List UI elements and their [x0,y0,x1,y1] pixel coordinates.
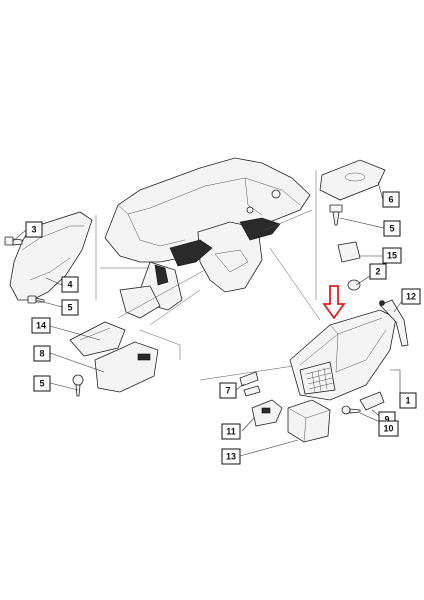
callout-5a: 5 [61,299,79,316]
svg-text:10: 10 [383,424,393,434]
module-13 [287,399,331,443]
callout-2: 2 [369,263,387,280]
screw-5b-icon [329,204,343,226]
screw-3-icon [4,236,23,246]
callout-14: 14 [31,317,51,334]
bumper-2-icon [347,279,361,291]
switch-11 [251,399,283,427]
callout-11: 11 [221,423,241,440]
callout-4: 4 [61,276,79,293]
pocket-8 [94,341,159,393]
bumper-7-icon [239,371,261,397]
callout-13: 13 [221,448,241,465]
svg-text:14: 14 [36,321,46,331]
svg-text:5: 5 [389,224,394,234]
screw-5c-icon [72,374,84,397]
svg-text:6: 6 [388,195,393,205]
callout-12: 12 [401,288,421,305]
latch-9 [359,391,385,411]
callout-5c: 5 [33,375,51,392]
callout-6: 6 [382,191,400,208]
callout-1: 1 [399,392,417,409]
dashboard-assembly [104,157,311,319]
callout-leaders [12,181,403,457]
svg-text:1: 1 [405,396,410,406]
bracket-6 [319,159,386,201]
damper-12 [379,299,409,347]
svg-text:4: 4 [67,280,72,290]
callout-15: 15 [382,247,402,264]
callout-8-label: 8 [39,349,44,359]
callout-7: 7 [219,382,237,399]
svg-text:5: 5 [67,303,72,313]
screw-10-icon [341,405,361,415]
left-trim-panel [9,211,93,301]
callout-label: 3 [31,225,36,235]
callout-8: 8 8 [33,345,51,362]
glove-box [289,309,397,401]
svg-text:13: 13 [226,452,236,462]
callout-5b: 5 [383,220,401,237]
svg-text:11: 11 [226,427,236,437]
callout-10-box: 10 [378,420,399,437]
callout-3: 3 [25,221,43,238]
clip-15-icon [337,241,361,263]
svg-text:2: 2 [375,267,380,277]
svg-text:12: 12 [406,292,416,302]
svg-text:7: 7 [225,386,230,396]
screw-5a-icon [27,295,45,304]
svg-text:5: 5 [39,379,44,389]
highlight-arrow [322,285,346,320]
svg-text:9: 9 [384,415,389,425]
svg-text:15: 15 [387,251,397,261]
